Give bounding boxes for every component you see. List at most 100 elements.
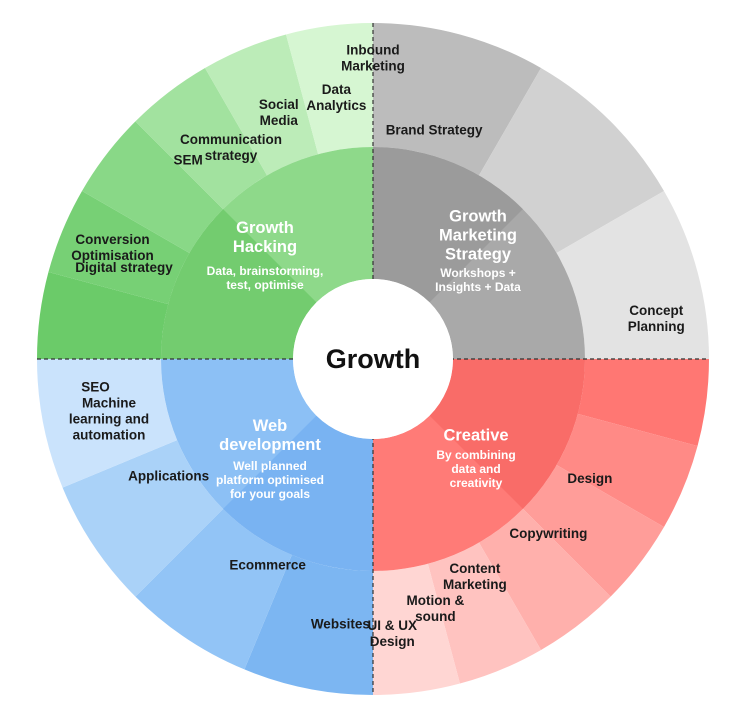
segment-label-growth-marketing-strategy-1-line: Communication [180,132,282,147]
quadrant-subtitle-web-development-line: for your goals [230,487,310,501]
segment-growth-hacking-1 [48,191,190,305]
quadrant-subtitle-growth-marketing-strategy-line: Workshops + [440,266,515,280]
segment-label-growth-marketing-strategy-0: Brand Strategy [386,123,483,138]
quadrant-subtitle-growth-hacking-line: Data, brainstorming, [207,264,324,278]
segment-web-development-0 [244,554,373,695]
inner-ring-shade-growth-marketing-strategy [373,147,523,303]
quadrant-title-creative: Creative [443,426,508,444]
segment-label-growth-hacking-2-line: SEM [174,152,203,167]
segment-label-web-development-3-line: learning and [69,412,149,427]
segment-creative-2 [522,465,664,597]
segment-label-growth-hacking-5-line: Marketing [341,59,405,74]
segment-label-web-development-1-line: Ecommerce [229,557,306,572]
quadrant-title-web-development-line: Web [253,417,288,435]
segment-label-growth-hacking-5-line: Inbound [346,43,399,58]
segment-label-creative-0-line: Planning [628,319,685,334]
segment-label-web-development-1: Ecommerce [229,557,306,572]
segment-label-growth-hacking-0: SEO [81,380,110,395]
segment-label-growth-hacking-2: SEM [174,152,203,167]
segment-label-web-development-0: Websites [311,617,370,632]
segment-growth-marketing-strategy-0 [373,23,541,176]
segment-label-creative-3-line: Content [449,561,500,576]
center-circle [293,279,453,439]
segment-label-web-development-3-line: Machine [82,396,137,411]
segment-label-creative-1: Design [567,471,612,486]
quadrant-subtitle-web-development-line: Well planned [233,459,307,473]
segment-label-creative-4-line: sound [415,609,456,624]
segment-label-creative-4: Motion &sound [407,593,465,624]
segment-creative-3 [479,508,611,650]
center-label: Growth [326,344,421,374]
segment-label-growth-hacking-1-line: Conversion [75,232,149,247]
segment-label-growth-marketing-strategy-2-line: Digital strategy [75,260,173,275]
segment-growth-marketing-strategy-1 [479,68,664,253]
segment-creative-0 [577,359,709,446]
inner-ring-shade-creative [429,359,585,509]
quadrant-title-growth-marketing-strategy-line: Growth [449,207,507,225]
segment-growth-hacking-4 [205,34,319,176]
quadrant-title-growth-hacking-line: Hacking [233,238,297,256]
segment-label-web-development-0-line: Websites [311,617,370,632]
segment-label-growth-marketing-strategy-1-line: strategy [205,148,258,163]
segment-web-development-1 [135,508,292,670]
segment-label-growth-hacking-1-line: Optimisation [71,248,154,263]
segment-web-development-3 [37,359,178,488]
segment-growth-hacking-5 [286,23,373,155]
segment-label-web-development-2: Applications [128,469,209,484]
quadrant-subtitle-growth-hacking: Data, brainstorming,test, optimise [207,264,324,292]
quadrant-subtitle-growth-marketing-strategy-line: Insights + Data [435,280,521,294]
segment-label-growth-hacking-0-line: SEO [81,380,110,395]
quadrant-title-growth-marketing-strategy-line: Strategy [445,245,512,263]
segment-label-growth-marketing-strategy-2: Digital strategy [75,260,173,275]
quadrant-title-growth-hacking-line: Growth [236,219,294,237]
quadrant-subtitle-creative-line: data and [451,462,500,476]
quadrant-subtitle-creative-line: creativity [450,476,503,490]
segment-label-growth-hacking-3-line: Social [259,97,299,112]
segment-creative-4 [427,542,541,684]
segment-label-web-development-2-line: Applications [128,469,209,484]
segment-label-creative-5-line: Design [370,634,415,649]
segment-growth-hacking-2 [82,121,224,253]
segment-label-creative-4-line: Motion & [407,593,465,608]
segment-label-growth-hacking-4-line: Data [322,82,352,97]
segment-label-creative-1-line: Design [567,471,612,486]
quadrant-title-growth-marketing-strategy-line: Marketing [439,226,517,244]
segment-label-creative-0-line: Concept [629,303,684,318]
segment-label-creative-2-line: Copywriting [509,526,587,541]
segment-growth-hacking-0 [37,272,169,359]
segment-growth-hacking-3 [135,68,267,210]
segment-label-creative-5-line: UI & UX [367,618,417,633]
quadrant-title-creative-line: Creative [443,426,508,444]
segment-web-development-2 [62,440,224,597]
segment-growth-marketing-strategy-2 [556,191,709,359]
quadrant-subtitle-growth-marketing-strategy: Workshops +Insights + Data [435,266,521,294]
quadrant-subtitle-web-development-line: platform optimised [216,473,324,487]
segment-label-growth-hacking-3-line: Media [260,113,299,128]
segment-label-web-development-3-line: automation [73,428,146,443]
inner-ring-shade-web-development [223,415,373,571]
segment-creative-5 [373,563,460,695]
segment-label-growth-hacking-4-line: Analytics [306,98,366,113]
segment-creative-1 [556,413,698,527]
segment-label-creative-3-line: Marketing [443,577,507,592]
inner-ring-shade-growth-hacking [161,209,317,359]
quadrant-subtitle-creative-line: By combining [436,448,515,462]
quadrant-subtitle-growth-hacking-line: test, optimise [226,278,304,292]
segment-label-creative-2: Copywriting [509,526,587,541]
quadrant-title-web-development-line: development [219,436,321,454]
